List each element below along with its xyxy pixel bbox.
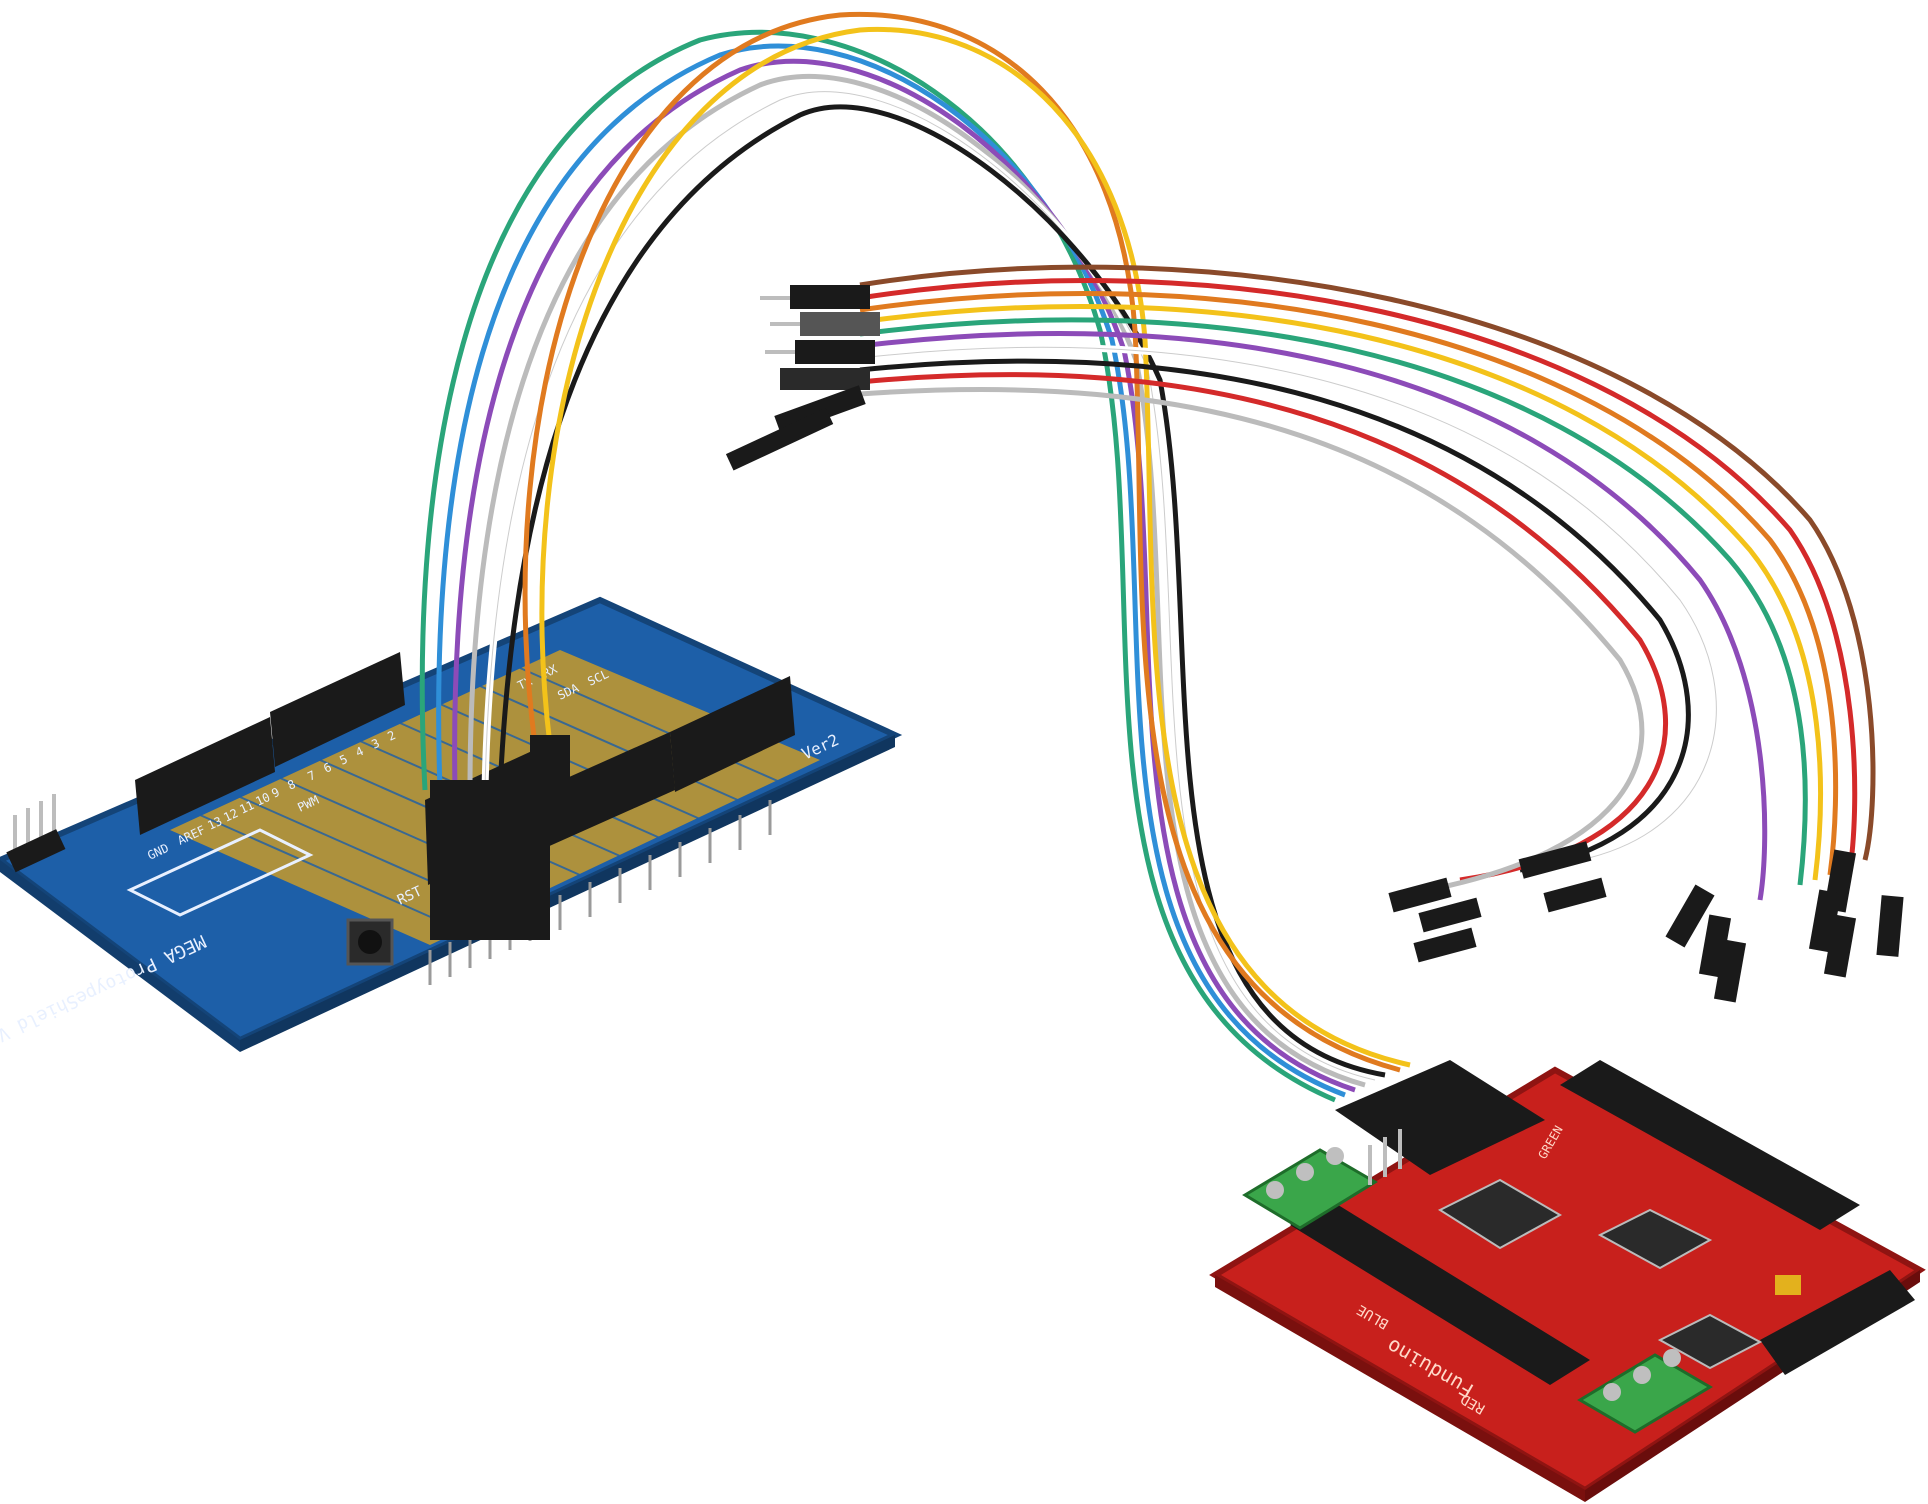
driver-ic-1 [1597, 1208, 1713, 1270]
header-left-2 [270, 652, 405, 767]
red-header-bottom [1290, 1200, 1590, 1385]
header-right-2 [670, 676, 795, 792]
main-ic [1437, 1178, 1563, 1250]
pin-label-13: 13 [205, 814, 224, 833]
jumper-wire-bundle-loose [859, 264, 1876, 901]
jumper-wire-bundle-connected [419, 11, 1411, 1103]
header-left-1 [135, 717, 275, 835]
red-board-pcb [1209, 1066, 1926, 1494]
pin-label-11: 11 [237, 798, 256, 817]
pin-label-10: 10 [253, 790, 272, 809]
ribbon-connector [1335, 1060, 1545, 1175]
red-header-right [1560, 1060, 1860, 1230]
driver-ic-2 [1657, 1313, 1763, 1370]
ic-footprint [126, 828, 314, 917]
header-right-1 [540, 732, 675, 848]
wire-connectors-blue-board [430, 735, 570, 940]
red-rgb-board: Funduino RED BLUE GREEN [1209, 1060, 1926, 1502]
red-header-corner [1760, 1270, 1915, 1375]
capacitor [1775, 1275, 1801, 1295]
reset-button [346, 918, 394, 966]
screw-terminal-right [1577, 1353, 1713, 1434]
loose-wire-ends-top [725, 285, 880, 471]
loose-wire-ends-bottom [1388, 841, 1904, 1003]
screw-terminal-left [1242, 1148, 1378, 1230]
pin-label-12: 12 [221, 806, 240, 825]
